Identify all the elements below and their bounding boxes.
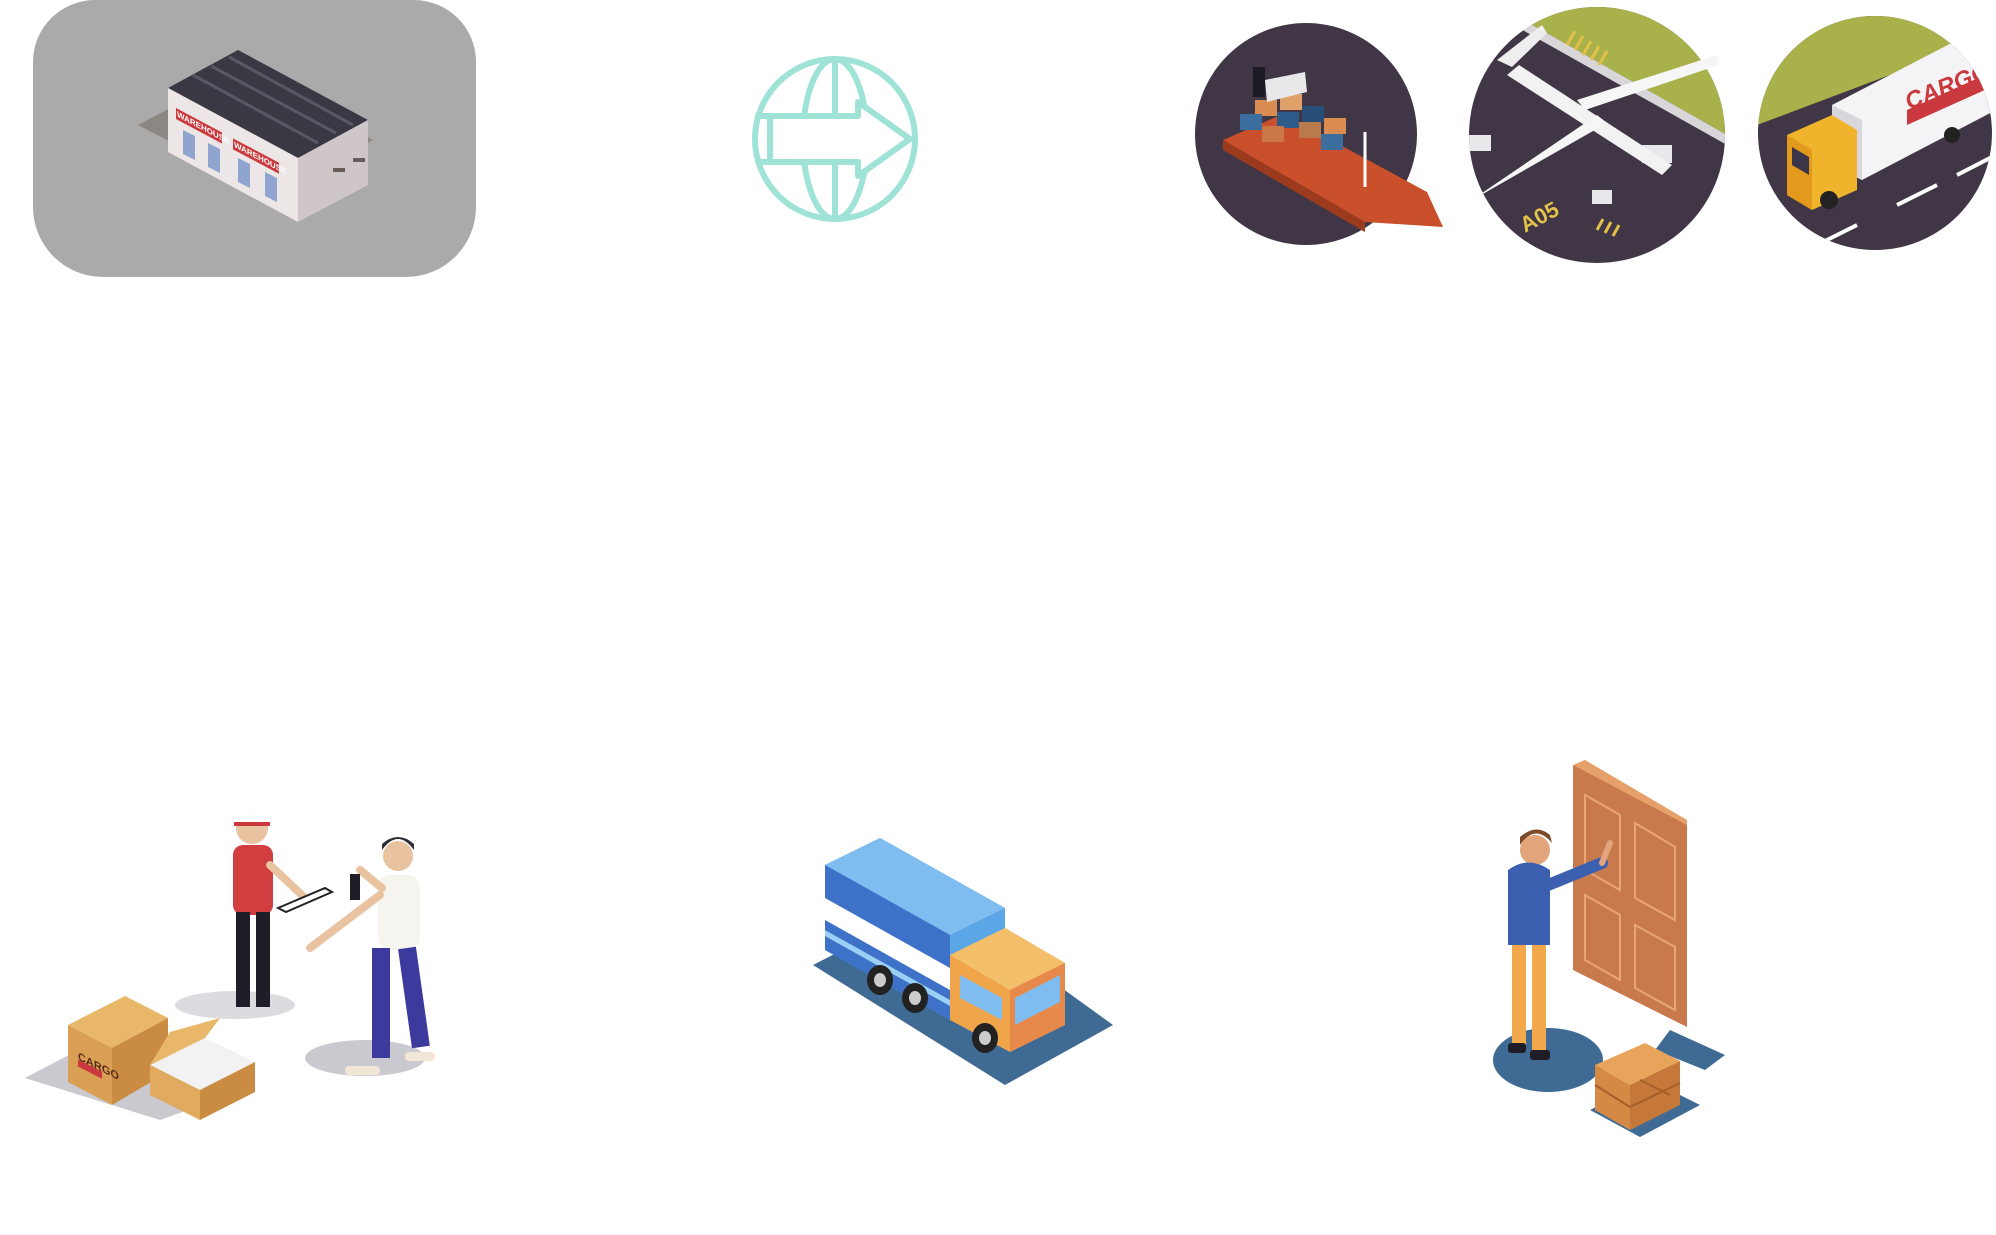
warehouse-panel: WAREHOUSE WAREHOUSE — [33, 0, 476, 277]
cargo-ship-icon — [1195, 22, 1455, 252]
package-handover-icon: CARGO — [20, 800, 460, 1120]
globe-arrow-icon — [750, 54, 920, 224]
cargo-plane-icon: A05 — [1457, 5, 1727, 265]
door-delivery-icon — [1490, 760, 1735, 1160]
delivery-truck-icon — [810, 830, 1120, 1090]
warehouse-icon: WAREHOUSE WAREHOUSE — [138, 50, 373, 222]
cargo-truck-icon: CARGO — [1757, 15, 1996, 255]
